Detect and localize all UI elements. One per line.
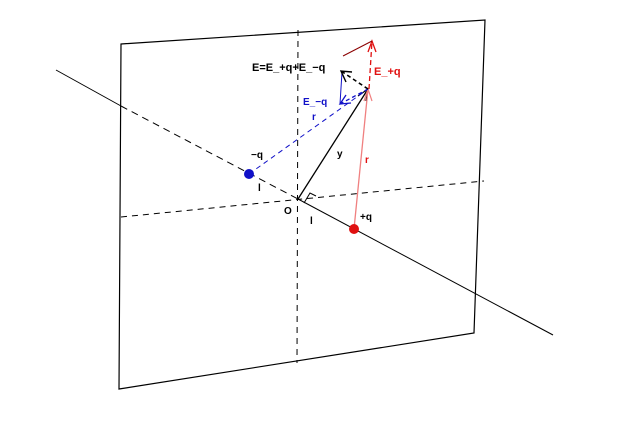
y-vector bbox=[297, 88, 369, 200]
l-left-label: l bbox=[258, 183, 261, 194]
origin-label: O bbox=[284, 206, 292, 217]
e-resultant-vector bbox=[340, 70, 369, 90]
r-right-label: r bbox=[365, 155, 369, 166]
y-label: y bbox=[337, 149, 343, 160]
right-angle-marker bbox=[303, 192, 317, 204]
parallelogram-side-2 bbox=[339, 71, 343, 105]
dipole-axis-right-solid bbox=[297, 198, 554, 336]
r-vector-positive bbox=[353, 88, 369, 230]
pos-charge-label: +q bbox=[360, 212, 372, 223]
plane-horizontal-axis-dashed bbox=[120, 180, 485, 218]
r-left-label: r bbox=[312, 112, 316, 123]
e-plus-label: E_+q bbox=[374, 66, 401, 78]
plane-vertical-axis-dashed bbox=[296, 29, 299, 364]
sum-formula-label: E=E_+q+E_−q bbox=[252, 62, 325, 74]
positive-charge bbox=[349, 224, 359, 234]
negative-charge bbox=[244, 169, 254, 179]
e-minus-vector bbox=[339, 88, 369, 105]
dipole-axis-dashed bbox=[120, 105, 299, 200]
e-resultant-arrowhead bbox=[339, 70, 353, 83]
plane bbox=[118, 19, 486, 390]
l-right-label: l bbox=[310, 216, 313, 227]
e-minus-label: E_−q bbox=[303, 97, 327, 108]
parallelogram-side-1 bbox=[342, 40, 373, 57]
dipole-axis-left-solid bbox=[55, 69, 122, 107]
neg-charge-label: −q bbox=[251, 150, 263, 161]
e-plus-vector bbox=[368, 40, 373, 90]
